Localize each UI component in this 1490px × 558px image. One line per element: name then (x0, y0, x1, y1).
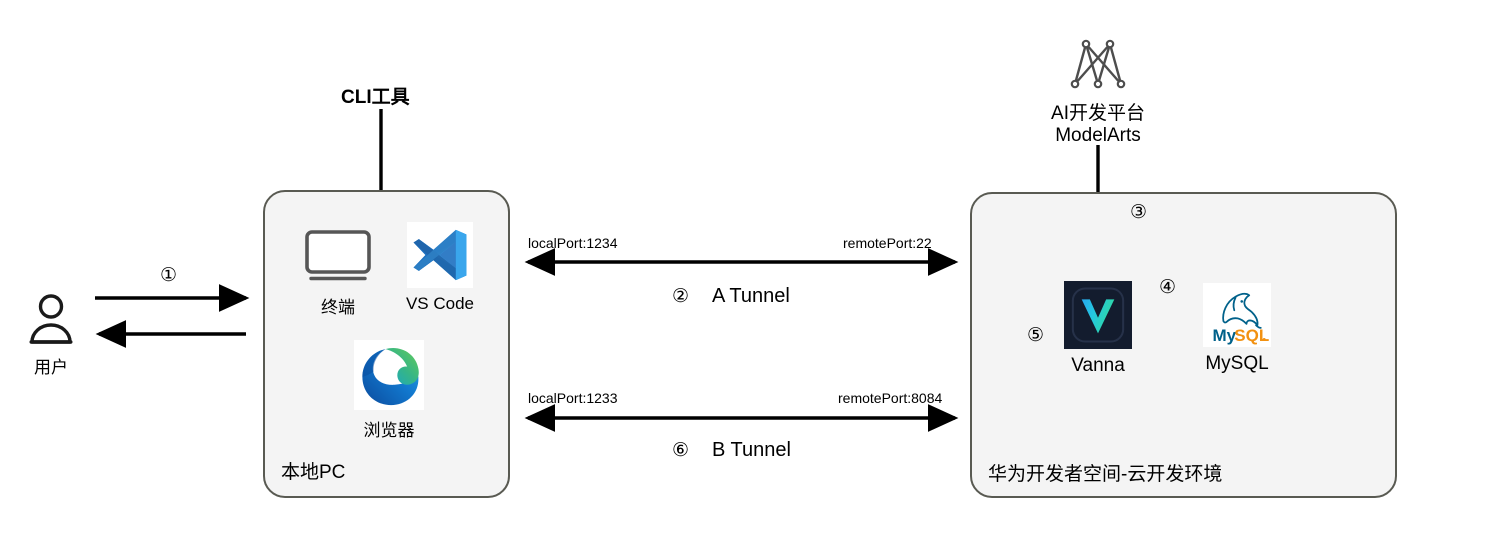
tunnel-a-remote-port: remotePort:22 (843, 235, 932, 251)
vanna-icon (1064, 281, 1132, 349)
user-actor: 用户 (18, 292, 84, 378)
step-4-badge: ④ (1159, 277, 1177, 298)
svg-text:My: My (1213, 326, 1237, 345)
step-3-badge: ③ (1130, 202, 1148, 223)
step-1-badge: ① (160, 265, 178, 286)
cli-tool-label: CLI工具 (341, 87, 410, 108)
vscode-label: VS Code (405, 294, 475, 313)
vscode-icon (407, 222, 473, 288)
local-pc-zone-label: 本地PC (281, 462, 346, 483)
terminal-item: 终端 (298, 228, 378, 318)
tunnel-a-label: A Tunnel (712, 285, 790, 307)
tunnel-b-local-port: localPort:1233 (528, 390, 618, 406)
mysql-item: My SQL MySQL (1201, 283, 1273, 375)
mysql-label: MySQL (1205, 353, 1269, 374)
step-6-badge: ⑥ (672, 440, 690, 461)
modelarts-label-line2: ModelArts (1055, 125, 1141, 146)
user-icon (29, 294, 73, 344)
edge-browser-icon (354, 340, 424, 410)
tunnel-a-local-port: localPort:1234 (528, 235, 618, 251)
modelarts-icon (1070, 39, 1126, 89)
cloud-dev-zone-label: 华为开发者空间-云开发环境 (988, 464, 1223, 485)
mysql-icon: My SQL (1203, 283, 1271, 347)
tunnel-b-remote-port: remotePort:8084 (838, 390, 943, 406)
step-5-badge: ⑤ (1027, 325, 1045, 346)
browser-label: 浏览器 (363, 421, 415, 440)
browser-item: 浏览器 (352, 340, 426, 441)
step-2-badge: ② (672, 286, 690, 307)
tunnel-b-label: B Tunnel (712, 439, 791, 461)
vanna-label: Vanna (1071, 355, 1125, 376)
vscode-item: VS Code (404, 222, 476, 314)
svg-text:SQL: SQL (1234, 326, 1269, 345)
modelarts-label-line1: AI开发平台 (1051, 103, 1145, 124)
modelarts-platform: AI开发平台 ModelArts (1038, 36, 1158, 147)
terminal-icon (305, 230, 371, 281)
vanna-item: Vanna (1063, 281, 1133, 377)
user-label: 用户 (34, 358, 68, 377)
terminal-label: 终端 (321, 298, 355, 317)
cloud-dev-zone (970, 192, 1397, 498)
